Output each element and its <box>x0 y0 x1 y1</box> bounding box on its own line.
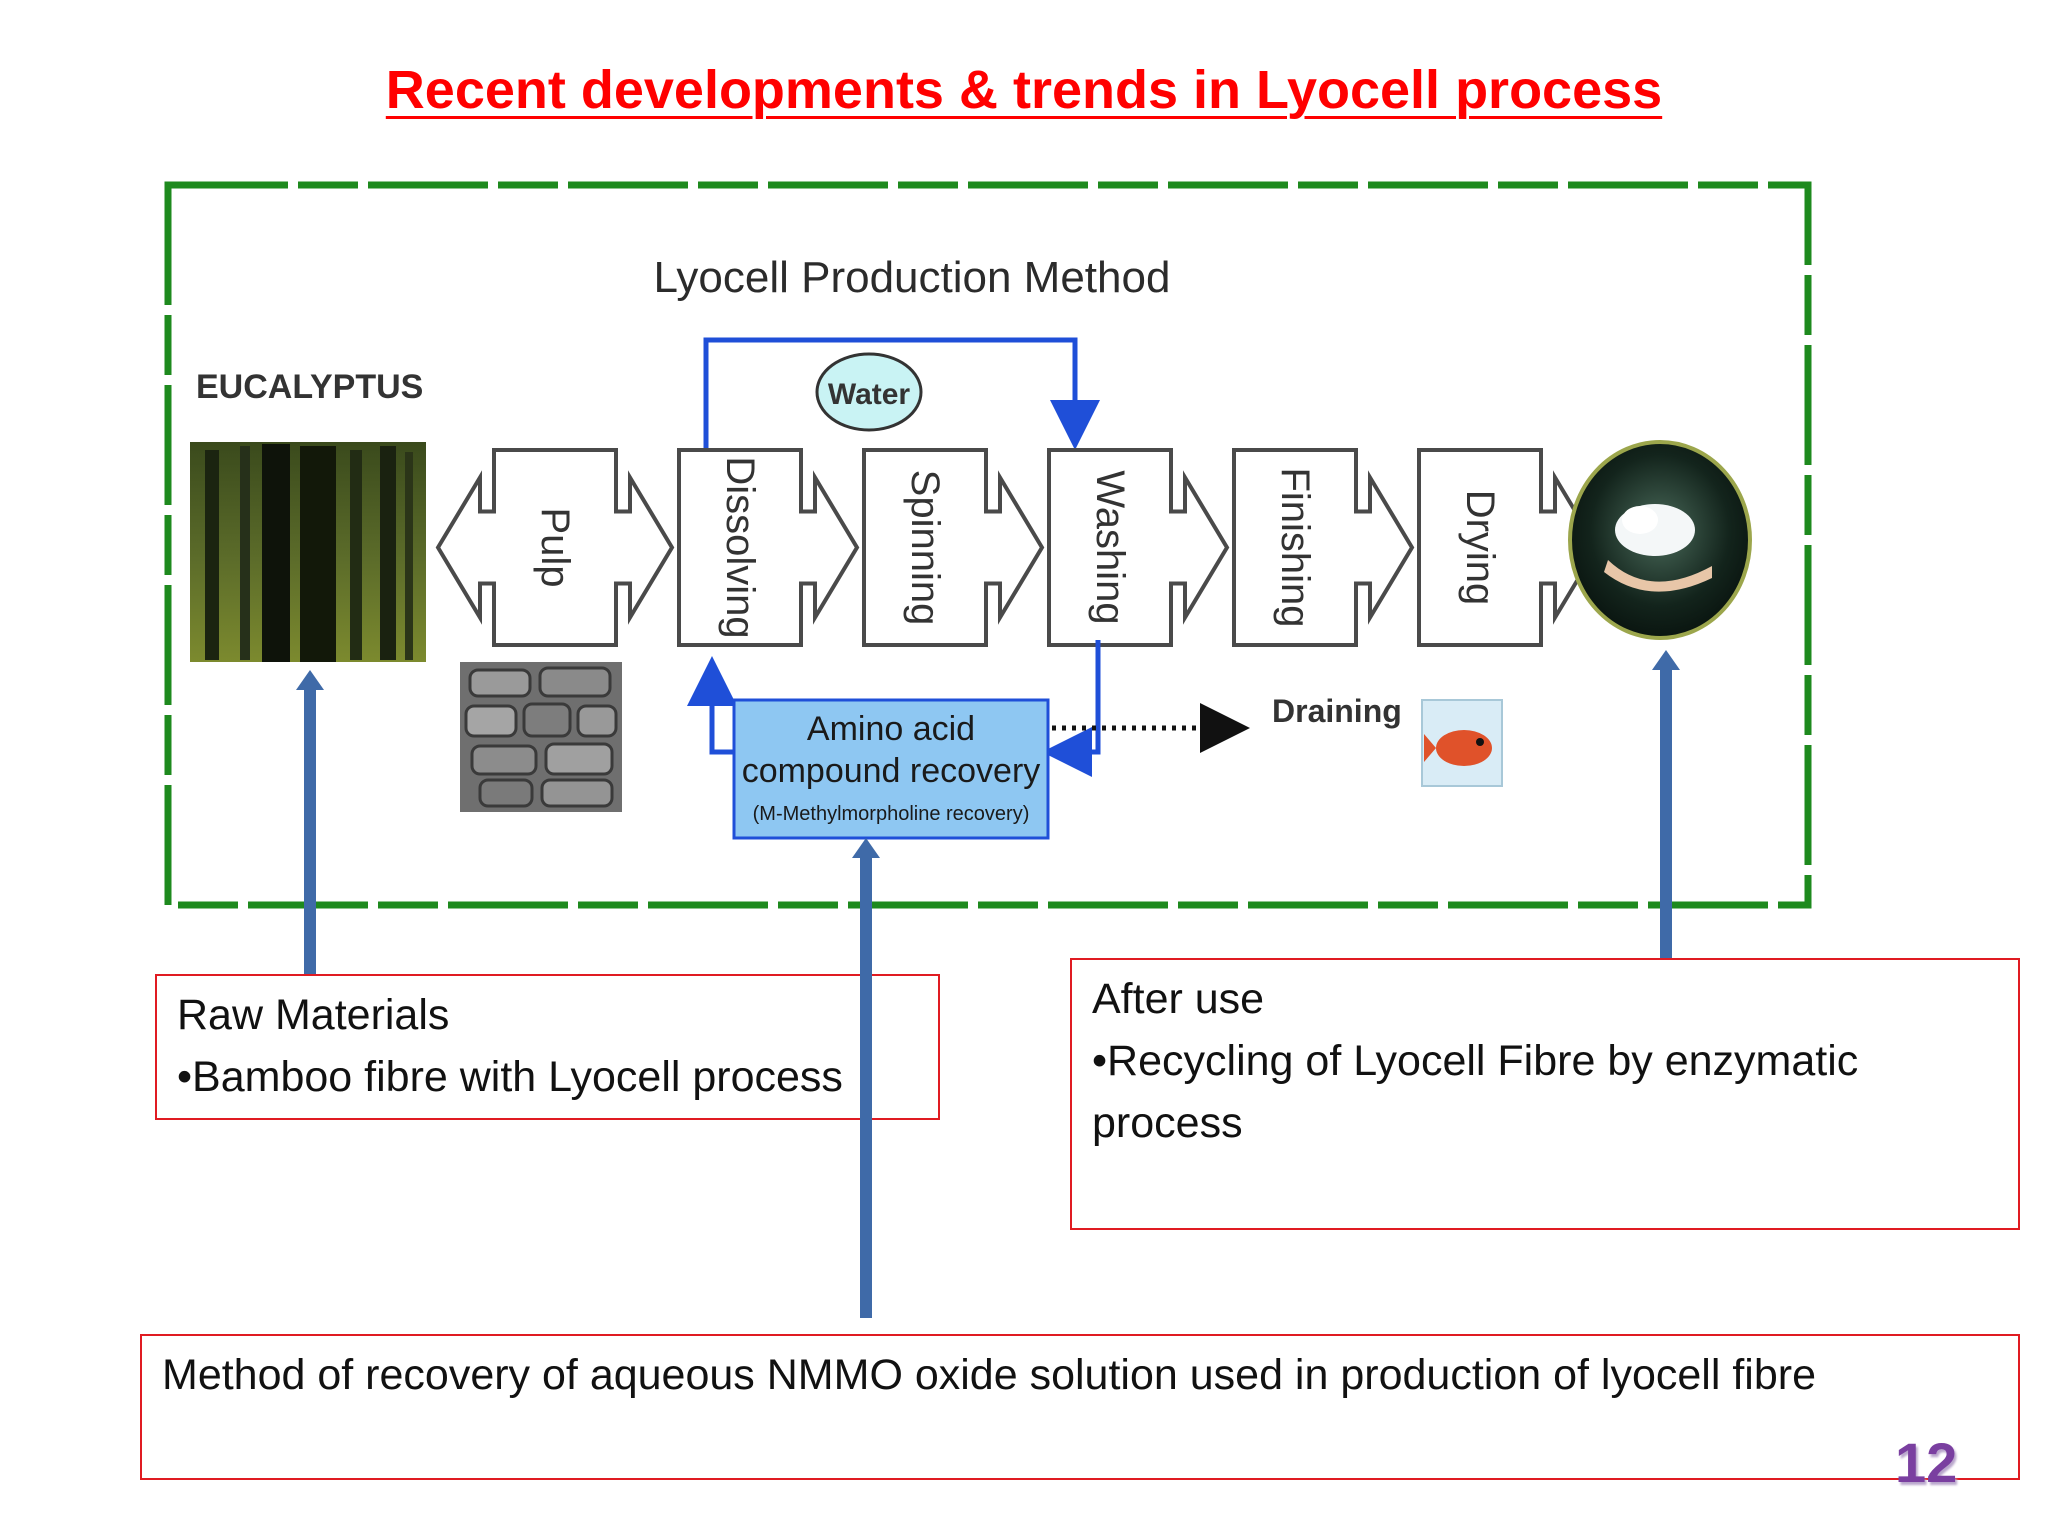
recovery-method-text: Method of recovery of aqueous NMMO oxide… <box>162 1351 1816 1399</box>
process-step-label: Drying <box>1458 490 1502 606</box>
washing-to-recovery-arrow <box>1042 640 1101 777</box>
raw-materials-heading: Raw Materials <box>177 991 450 1039</box>
recovery-to-dissolving-arrow <box>687 656 737 755</box>
diagram-title: Lyocell Production Method <box>654 253 1171 302</box>
raw-materials-box: Raw Materials •Bamboo fibre with Lyocell… <box>155 974 940 1120</box>
process-step-shape <box>677 448 860 647</box>
fiber-product-image <box>1568 440 1752 640</box>
after-use-bullet: •Recycling of Lyocell Fibre by enzymatic… <box>1092 1037 1859 1147</box>
recovery-line2: compound recovery <box>742 752 1041 790</box>
recovery-method-box: Method of recovery of aqueous NMMO oxide… <box>140 1334 2020 1480</box>
process-step-shape <box>862 448 1045 647</box>
recovery-box <box>732 698 1050 840</box>
diagram-frame <box>164 181 1812 909</box>
recovery-pointer-head <box>852 838 880 858</box>
eucalyptus-label: EUCALYPTUS <box>196 368 423 406</box>
process-step-finishing: Finishing <box>1232 448 1415 647</box>
process-step-shape <box>1417 448 1600 647</box>
after-use-pointer-head <box>1652 650 1680 670</box>
recovery-line3: (M-Methylmorpholine recovery) <box>753 803 1030 825</box>
recovery-line1: Amino acid <box>807 710 975 748</box>
process-step-shape <box>435 448 675 647</box>
process-step-label: Pulp <box>533 507 577 587</box>
pulp-chips-image <box>460 662 622 812</box>
raw-materials-pointer-head <box>296 670 324 690</box>
water-loop-arrow <box>703 337 1100 452</box>
after-use-heading: After use <box>1092 975 1265 1023</box>
process-step-shape <box>1047 448 1230 647</box>
page-number: 12 <box>1895 1431 1958 1494</box>
process-steps: Pulp Dissolving Spinning Washing Finishing Dr… <box>435 448 1600 647</box>
process-step-label: Dissolving <box>718 456 762 638</box>
process-step-label: Spinning <box>903 470 947 626</box>
process-step-label: Finishing <box>1273 467 1317 627</box>
process-step-dissolving: Dissolving <box>677 448 860 647</box>
process-step-shape <box>1232 448 1415 647</box>
water-bubble <box>815 352 923 432</box>
process-step-label: Washing <box>1088 470 1132 624</box>
raw-materials-bullet: •Bamboo fibre with Lyocell process <box>177 1053 843 1101</box>
draining-label: Draining <box>1272 693 1402 729</box>
eucalyptus-forest-image <box>190 442 426 662</box>
process-step-pulp: Pulp <box>435 448 675 647</box>
fish-icon <box>1421 699 1503 787</box>
process-step-washing: Washing <box>1047 448 1230 647</box>
water-label: Water <box>828 378 911 411</box>
process-step-drying: Drying <box>1417 448 1600 647</box>
slide-title: Recent developments & trends in Lyocell … <box>385 60 1663 120</box>
after-use-box: After use •Recycling of Lyocell Fibre by… <box>1070 958 2020 1230</box>
process-step-spinning: Spinning <box>862 448 1045 647</box>
